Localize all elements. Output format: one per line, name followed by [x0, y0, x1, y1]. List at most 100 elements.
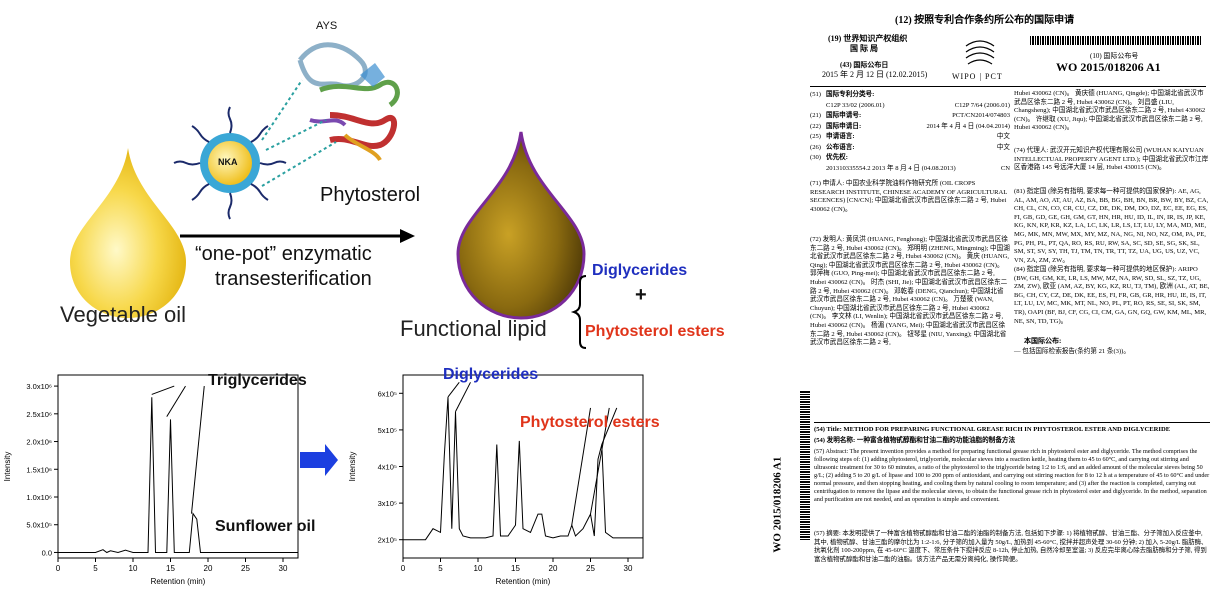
bib-label: 申请语言: [826, 133, 855, 140]
pub-date: 2015 年 2 月 12 日 (12.02.2015) [822, 70, 928, 79]
triglycerides-annotation: Triglycerides [208, 372, 307, 389]
bib-field-row: (22) 国际申请日: 2014 年 4 月 4 日 (04.04.2014) [810, 122, 1010, 133]
title-en: (54) Title: METHOD FOR PREPARING FUNCTIO… [814, 426, 1171, 433]
reaction-arrow-head [400, 229, 415, 243]
scheme-graphics [70, 42, 587, 476]
process-line2: transesterification [215, 268, 372, 290]
bib-code: (51) [810, 91, 821, 98]
x-axis-label: Retention (min) [496, 577, 551, 586]
abstract-en: (57) Abstract: The present invention pro… [814, 448, 1210, 503]
process-line1: “one-pot” enzymatic [195, 243, 372, 265]
bib-value: 中文 [996, 143, 1010, 151]
x-tick-label: 30 [279, 564, 288, 573]
x-tick-label: 15 [511, 564, 520, 573]
applicant-block: (71) 申请人: 中国农业科学院油料作物研究所 (OIL CROPS RESE… [810, 180, 1008, 213]
abstract-zh: (57) 摘要: 本发明提供了一种富含植物甙醇酯和甘油二酯的油脂的制备方法, 包… [814, 530, 1208, 563]
chromatogram-trace [58, 397, 298, 554]
y-tick-label: 5.0x10⁵ [26, 521, 52, 530]
y-axis-label: Intensity [348, 452, 357, 482]
y-tick-label: 1.5x10⁶ [26, 465, 52, 474]
bib-field-row: (25) 申请语言: 中文 [810, 132, 1010, 143]
x-tick-label: 0 [56, 564, 61, 573]
y-tick-label: 2x10⁵ [378, 536, 397, 545]
bib-field-row: (26)公布语言:中文 [810, 143, 1010, 154]
plot-frame [57, 374, 299, 559]
sunflower-oil-label: Sunflower oil [215, 518, 316, 535]
annotation-line [455, 382, 471, 412]
inventors-continued: Hubei 430062 (CN)。 黄庆德 (HUANG, Qingde); … [1014, 90, 1206, 132]
side-pub-number: WO 2015/018206 A1 [771, 456, 784, 553]
agent-block: (74) 代理人: 武汉开元知识产权代理有限公司 (WUHAN KAIYUAN … [1014, 147, 1209, 172]
diglycerides-label: Diglycerides [592, 262, 688, 279]
functional-lipid-label: Functional lipid [400, 316, 547, 341]
bib-value: 2014 年 4 月 4 日 (04.04.2014) [926, 122, 1010, 130]
annotation-line [151, 385, 175, 395]
bib-field-row: C12P 33/02 (2006.01) C12P 7/64 (2006.01) [810, 101, 1010, 112]
brace [570, 275, 587, 349]
y-tick-label: 2.5x10⁶ [26, 410, 52, 419]
divider [810, 86, 1206, 87]
y-tick-label: 2.0x10⁶ [26, 438, 52, 447]
reactant-label: Phytosterol [320, 184, 421, 206]
annotation-line [571, 407, 591, 526]
bib-value: 中文 [996, 133, 1010, 140]
x-tick-label: 30 [624, 564, 633, 573]
x-tick-label: 20 [204, 564, 213, 573]
y-axis-label: Intensity [3, 452, 12, 482]
barcode-side [800, 390, 810, 540]
functional-lipid-drop [456, 131, 586, 320]
bib-code: (21) [810, 112, 821, 119]
plus-sign: + [635, 284, 647, 306]
y-tick-label: 4x10⁵ [378, 463, 397, 472]
bib-label: C12P 33/02 (2006.01) [826, 101, 885, 109]
bib-value: CN [1000, 164, 1010, 172]
y-tick-label: 3x10⁵ [378, 499, 397, 508]
y-tick-label: 6x10⁵ [378, 389, 397, 398]
vegetable-oil-label: Vegetable oil [60, 302, 186, 327]
patent-header-title: (12) 按照专利合作条约所公布的国际申请 [895, 15, 1075, 26]
x-tick-label: 10 [474, 564, 483, 573]
x-tick-label: 20 [549, 564, 558, 573]
designated-states: (81) 指定国 (除另有指明, 要求每一种可提供的国家保护): AE, AG,… [1014, 188, 1209, 264]
pub-no: WO 2015/018206 A1 [1056, 60, 1161, 74]
bib-label: 国际专利分类号: [826, 91, 875, 98]
vegetable-oil-drop [70, 148, 186, 318]
protein-structure-ays [297, 42, 400, 162]
bib-field-row: (21)国际申请号:PCT/CN2014/074803 [810, 111, 1010, 122]
bib-label: 国际申请日: [826, 122, 862, 130]
bib-code: (25) [810, 133, 821, 140]
bib-value: C12P 7/64 (2006.01) [954, 101, 1010, 109]
x-tick-label: 25 [241, 564, 250, 573]
x-tick-label: 5 [93, 564, 98, 573]
nka-carrier-bead [173, 106, 287, 220]
annotation-line [590, 407, 610, 515]
org-line2: 国 际 局 [850, 44, 878, 53]
published-item: — 包括国际检索报告(条约第 21 条(3))。 [1014, 348, 1130, 355]
org-line1: (19) 世界知识产权组织 [828, 34, 908, 43]
pub-date-label: (43) 国际公布日 [840, 61, 889, 69]
inventors-block: (72) 发明人: 黄凤洪 (HUANG, Fenghong); 中国湖北省武汉… [810, 236, 1010, 347]
bib-label: 201310335554.2 2013 年 8 月 4 日 (04.08.201… [826, 164, 956, 172]
x-tick-label: 5 [438, 564, 443, 573]
bib-field-row: 201310335554.2 2013 年 8 月 4 日 (04.08.201… [810, 164, 1010, 175]
wipo-logo-icon [965, 40, 995, 65]
chromatogram-trace [403, 396, 643, 541]
annotation-line [191, 386, 205, 514]
regional-states: (84) 指定国 (除另有指明, 要求每一种可提供的地区保护): ARIPO (… [1014, 266, 1210, 325]
x-tick-label: 0 [401, 564, 406, 573]
phytosterol-esters-annotation: Phytosterol esters [520, 414, 660, 431]
title-zh: (54) 发明名称: 一种富含植物甙醇酯和甘油二酯的功能油脂的制备方法 [814, 437, 1016, 444]
bib-code: (22) [810, 122, 821, 130]
bib-field-row: (30)优先权: [810, 153, 1010, 164]
enzyme-label: AYS [316, 20, 338, 32]
barcode-top [1030, 36, 1202, 45]
annotation-line [447, 382, 460, 398]
x-axis-label: Retention (min) [151, 577, 206, 586]
published-label: 本国际公布: [1024, 337, 1062, 345]
divider-2 [814, 422, 1210, 423]
y-tick-label: 3.0x10⁶ [26, 382, 52, 391]
x-tick-label: 15 [166, 564, 175, 573]
x-tick-label: 25 [586, 564, 595, 573]
